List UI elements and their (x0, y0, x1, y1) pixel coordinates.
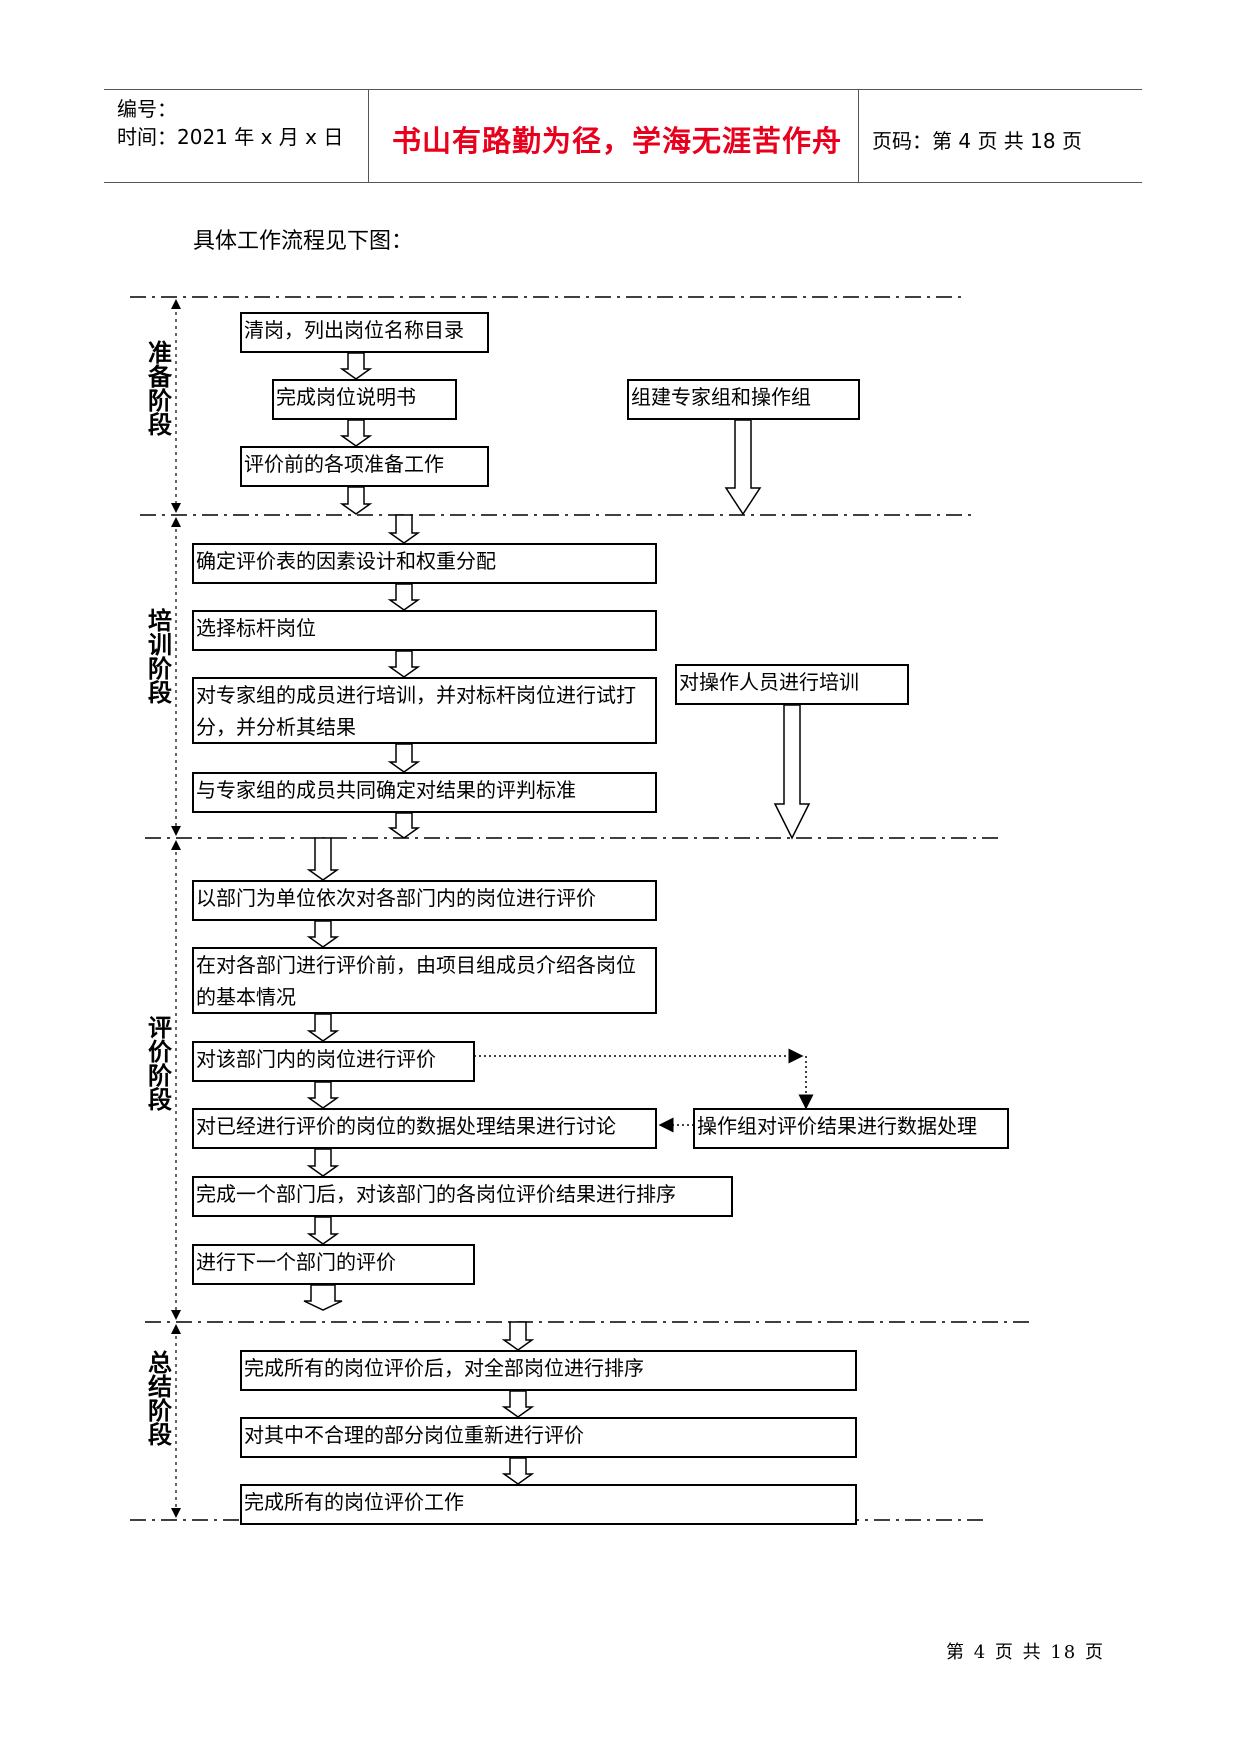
header-time: 时间：2021 年 x 月 x 日 (117, 125, 344, 149)
step-box: 清岗，列出岗位名称目录 (240, 312, 489, 353)
stage-label-evaluate: 评价阶段 (148, 1013, 172, 1114)
flow-arrow (306, 1148, 340, 1177)
step-box: 完成所有的岗位评价工作 (240, 1484, 857, 1525)
flow-arrow (387, 514, 421, 544)
flow-arrow (387, 743, 421, 773)
header-page-code: 页码：第 4 页 共 18 页 (872, 129, 1082, 153)
flow-arrow (773, 704, 811, 840)
flow-arrow (306, 837, 340, 881)
step-box: 对其中不合理的部分岗位重新进行评价 (240, 1417, 857, 1458)
step-box: 完成一个部门后，对该部门的各岗位评价结果进行排序 (192, 1176, 733, 1217)
flow-arrow (501, 1457, 535, 1485)
header-serial: 编号： (117, 97, 177, 121)
flow-arrow (387, 583, 421, 611)
header-motto: 书山有路勤为径，学海无涯苦作舟 (392, 124, 843, 158)
step-box: 在对各部门进行评价前，由项目组成员介绍各岗位的基本情况 (192, 947, 657, 1014)
stage-label-summary: 总结阶段 (148, 1348, 172, 1449)
step-box: 完成岗位说明书 (272, 379, 457, 420)
flow-arrow (724, 419, 762, 516)
header-bottom-rule (104, 182, 1142, 183)
flow-arrow (306, 920, 340, 948)
step-box: 选择标杆岗位 (192, 610, 657, 651)
step-box: 评价前的各项准备工作 (240, 446, 489, 487)
step-box: 确定评价表的因素设计和权重分配 (192, 543, 657, 584)
step-box: 以部门为单位依次对各部门内的岗位进行评价 (192, 880, 657, 921)
flow-arrow (303, 1284, 343, 1311)
header-top-rule (104, 89, 1142, 90)
flow-arrow (387, 650, 421, 678)
stage-label-train: 培训阶段 (148, 606, 172, 707)
flow-arrow (387, 812, 421, 839)
step-box: 对专家组的成员进行培训，并对标杆岗位进行试打分，并分析其结果 (192, 677, 657, 744)
flow-arrow (306, 1081, 340, 1109)
step-box: 与专家组的成员共同确定对结果的评判标准 (192, 772, 657, 813)
intro-text: 具体工作流程见下图： (193, 229, 414, 254)
stage-label-prepare: 准备阶段 (148, 338, 172, 439)
side-step-box: 组建专家组和操作组 (627, 379, 860, 420)
step-box: 完成所有的岗位评价后，对全部岗位进行排序 (240, 1350, 857, 1391)
step-box: 进行下一个部门的评价 (192, 1244, 475, 1285)
step-box: 对已经进行评价的岗位的数据处理结果进行讨论 (192, 1108, 657, 1149)
footer-page-number: 第 4 页 共 18 页 (946, 1642, 1105, 1663)
flow-arrow (339, 419, 373, 447)
flow-arrow (306, 1013, 340, 1042)
side-step-box: 操作组对评价结果进行数据处理 (693, 1108, 1009, 1149)
flow-arrow (501, 1321, 535, 1351)
flow-arrow (306, 1216, 340, 1245)
side-step-box: 对操作人员进行培训 (675, 664, 909, 705)
header-divider-left (368, 90, 369, 182)
flow-arrow (339, 486, 373, 515)
flow-arrow (501, 1390, 535, 1418)
step-box: 对该部门内的岗位进行评价 (192, 1041, 475, 1082)
header-divider-right (858, 90, 859, 182)
flow-arrow (339, 352, 373, 380)
